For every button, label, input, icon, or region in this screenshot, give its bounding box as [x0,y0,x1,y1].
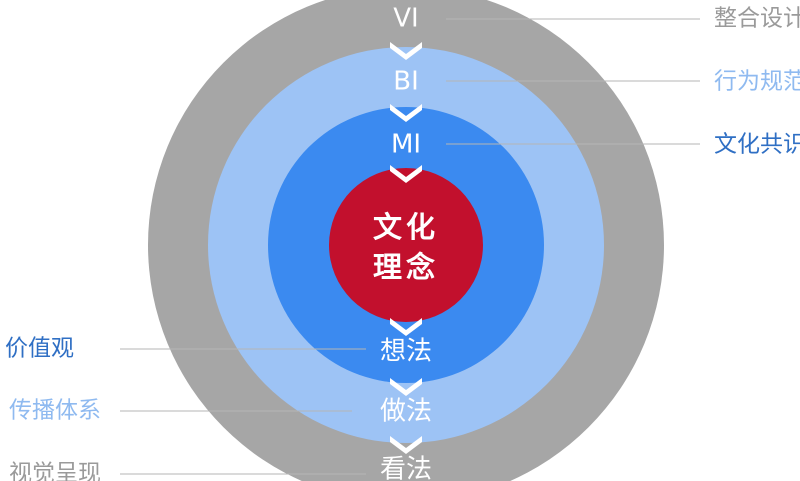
left-label-inner: 价值观 [5,336,74,362]
chevron-down-icon [390,378,422,396]
right-label-middle: 行为规范 [714,69,800,95]
outer-bottom-label: 看法 [380,455,432,481]
middle-bottom-label: 做法 [380,397,432,427]
left-label-middle: 传播体系 [9,398,101,424]
left-label-outer: 视觉呈现 [9,461,101,481]
chevron-down-icon [390,42,422,60]
chevron-down-icon [390,436,422,454]
right-label-inner: 文化共识 [714,132,800,158]
chevron-down-icon [390,165,422,183]
right-label-outer: 整合设计 [714,6,800,32]
core-label-line2: 理念 [373,250,439,284]
chevron-down-icon [390,104,422,122]
inner-top-label: MI [391,130,421,160]
core-circle [329,168,483,322]
inner-bottom-label: 想法 [380,337,432,367]
chevron-down-icon [390,318,422,336]
middle-top-label: BI [393,67,419,97]
core-label-line1: 文化 [373,210,439,244]
outer-top-label: VI [393,4,418,34]
